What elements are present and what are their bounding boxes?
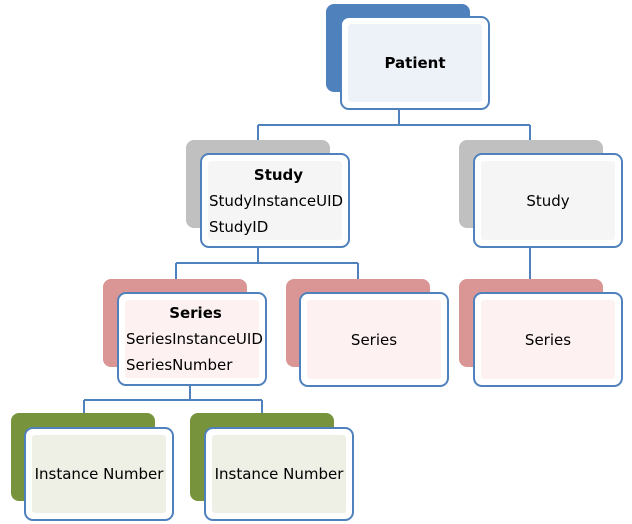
patient-title: Patient <box>384 54 446 72</box>
study-label-right: Study <box>526 191 570 210</box>
study-instance-uid-field: StudyInstanceUID <box>209 191 344 210</box>
series-number-field: SeriesNumber <box>126 356 233 374</box>
instance-number-label-left: Instance Number <box>34 465 164 483</box>
study-id-field: StudyID <box>209 217 269 236</box>
study-title: Study <box>253 165 304 184</box>
series-label-right: Series <box>524 330 572 349</box>
series-title: Series <box>169 304 222 322</box>
connector-study-to-series <box>175 246 359 293</box>
series-label-middle: Series <box>350 330 398 349</box>
connector-patient-to-studies <box>257 108 531 155</box>
connector-series-to-instances <box>83 385 263 428</box>
series-instance-uid-field: SeriesInstanceUID <box>126 330 263 348</box>
instance-number-label-right: Instance Number <box>214 465 344 483</box>
